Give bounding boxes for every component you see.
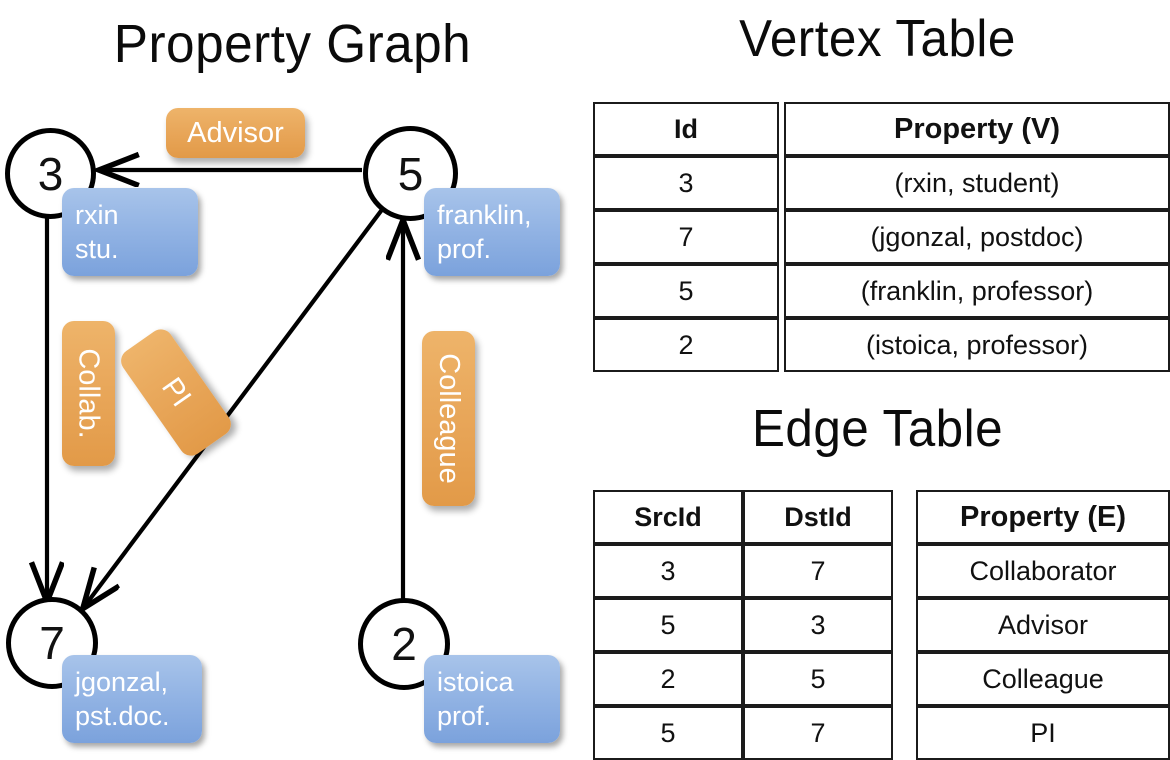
vertex-cell-id: 5 [593,264,779,318]
page-title-property-graph: Property Graph [113,14,472,74]
table-row: (rxin, student) [784,156,1170,210]
edge-cell-src: 5 [593,598,743,652]
edge-cell-src: 5 [593,706,743,760]
node-property-line-1: rxin [75,200,119,230]
graph-node-2-label: 2 [391,618,417,670]
table-header-row: Property (E) [916,490,1170,544]
table-row: (jgonzal, postdoc) [784,210,1170,264]
graph-edges-layer [0,0,585,760]
vertex-header-id: Id [593,102,779,156]
table-row: 7 [593,210,779,264]
table-row: PI [916,706,1170,760]
vertex-cell-property: (istoica, professor) [784,318,1170,372]
property-graph-diagram: 3 5 7 2 rxin stu. franklin, prof. jgonza… [0,0,585,760]
node-property-line-1: jgonzal, [75,667,169,697]
table-header-row: SrcId DstId [593,490,893,544]
edge-cell-dst: 3 [743,598,893,652]
node-property-line-2: prof. [437,701,492,731]
node-property-box-istoica[interactable]: istoica prof. [424,655,560,743]
edge-label-text: PI [155,371,198,413]
table-row: (franklin, professor) [784,264,1170,318]
edge-cell-property: PI [916,706,1170,760]
table-row: Colleague [916,652,1170,706]
graph-node-2[interactable]: 2 [358,598,450,690]
edge-table-property-column: Property (E) Collaborator Advisor Collea… [916,490,1170,760]
vertex-header-property: Property (V) [784,102,1170,156]
table-header-row: Id [593,102,779,156]
table-row: (istoica, professor) [784,318,1170,372]
table-header-row: Property (V) [784,102,1170,156]
edge-cell-property: Colleague [916,652,1170,706]
table-row: Advisor [916,598,1170,652]
graph-node-7-label: 7 [39,617,65,669]
edge-cell-src: 3 [593,544,743,598]
node-property-box-rxin[interactable]: rxin stu. [62,188,198,276]
node-property-line-2: prof. [437,234,492,264]
table-row: 2 [593,318,779,372]
node-property-line-2: stu. [75,234,119,264]
edge-header-dstid: DstId [743,490,893,544]
vertex-table-id-column: Id 3 7 5 2 [593,102,779,372]
page-title-vertex-table: Vertex Table [739,10,1016,68]
edge-header-property: Property (E) [916,490,1170,544]
node-property-line-1: franklin, [437,200,532,230]
graph-node-5-label: 5 [397,147,424,200]
edge-cell-property: Advisor [916,598,1170,652]
edge-cell-dst: 7 [743,544,893,598]
edge-label-box-advisor[interactable]: Advisor [166,108,305,158]
graph-edge-5-to-7 [84,205,386,607]
edge-cell-dst: 7 [743,706,893,760]
table-row: 5 [593,264,779,318]
edge-label-box-colleague[interactable]: Colleague [422,331,475,506]
edge-label-text: Advisor [187,116,284,149]
edge-cell-src: 2 [593,652,743,706]
table-row: 5 3 [593,598,893,652]
node-property-box-jgonzal[interactable]: jgonzal, pst.doc. [62,655,202,743]
table-row: 3 7 [593,544,893,598]
page-title-edge-table: Edge Table [751,400,1004,458]
vertex-cell-id: 3 [593,156,779,210]
node-property-line-2: pst.doc. [75,701,170,731]
table-row: 5 7 [593,706,893,760]
table-row: Collaborator [916,544,1170,598]
vertex-cell-property: (jgonzal, postdoc) [784,210,1170,264]
vertex-cell-id: 2 [593,318,779,372]
table-row: 3 [593,156,779,210]
vertex-cell-id: 7 [593,210,779,264]
edge-cell-property: Collaborator [916,544,1170,598]
edge-table-id-columns: SrcId DstId 3 7 5 3 2 5 5 7 [593,490,893,760]
vertex-cell-property: (franklin, professor) [784,264,1170,318]
vertex-cell-property: (rxin, student) [784,156,1170,210]
edge-label-box-collab[interactable]: Collab. [62,321,115,466]
edge-header-srcid: SrcId [593,490,743,544]
node-property-line-1: istoica [437,667,514,697]
graph-node-3-label: 3 [37,147,64,200]
table-row: 2 5 [593,652,893,706]
edge-cell-dst: 5 [743,652,893,706]
node-property-box-franklin[interactable]: franklin, prof. [424,188,560,276]
edge-label-text: Collab. [73,348,105,439]
vertex-table-property-column: Property (V) (rxin, student) (jgonzal, p… [784,102,1170,372]
edge-label-text: Colleague [433,353,466,484]
